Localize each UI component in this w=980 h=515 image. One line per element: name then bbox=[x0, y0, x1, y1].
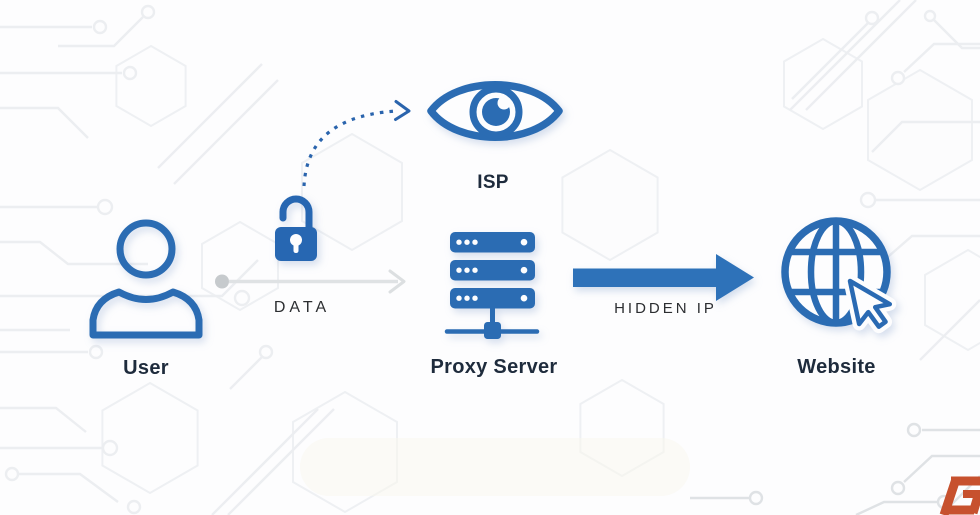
hexagon-pattern bbox=[101, 37, 980, 514]
cursor-arrow bbox=[843, 274, 897, 334]
server-stack-icon bbox=[444, 232, 540, 339]
circuit-traces-bottom-right bbox=[690, 422, 980, 515]
person-icon bbox=[89, 219, 203, 339]
orange-g-logo bbox=[939, 476, 980, 515]
eye-icon bbox=[427, 81, 563, 141]
edge-data-label: DATA bbox=[273, 299, 331, 316]
dashed-arrowhead bbox=[394, 100, 411, 121]
node-proxy-label: Proxy Server bbox=[430, 356, 558, 378]
globe-cursor-icon bbox=[781, 217, 897, 334]
lock-open-icon bbox=[275, 195, 317, 261]
edge-user-to-proxy bbox=[215, 269, 406, 294]
faded-watermark-band bbox=[300, 438, 690, 496]
circuit-traces-top-right bbox=[789, 0, 980, 361]
circuit-traces-top-left bbox=[0, 4, 279, 360]
node-isp-label: ISP bbox=[477, 172, 509, 193]
solid-arrow-right bbox=[573, 254, 754, 301]
edge-hidden-ip-label: HIDDEN IP bbox=[614, 300, 717, 317]
edge-lock-to-isp bbox=[302, 100, 411, 187]
node-website-label: Website bbox=[797, 356, 876, 378]
edge-proxy-to-website bbox=[573, 254, 754, 301]
gray-arrowhead bbox=[388, 269, 406, 294]
circuit-traces-bottom-left bbox=[0, 344, 335, 515]
keyhole bbox=[290, 234, 302, 246]
node-user-label: User bbox=[123, 357, 169, 379]
line-start-dot bbox=[215, 274, 229, 289]
